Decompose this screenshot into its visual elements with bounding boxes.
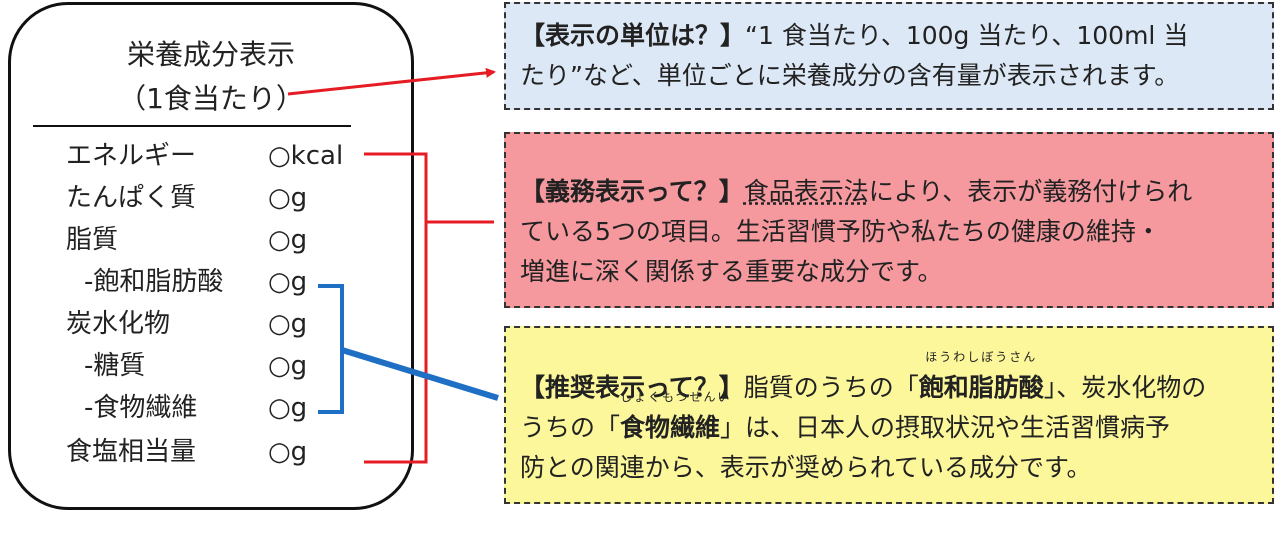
mandatory-heading: 【義務表示って？】: [520, 177, 744, 206]
recommended-connector: [341, 347, 499, 401]
dietary-fiber-word: 食物繊維: [620, 413, 721, 442]
nutrient-unit: ○g: [268, 225, 308, 255]
recommended-text-2b: 」は、日本人の摂取状況や生活習慣病予: [720, 413, 1171, 442]
unit-line-1: 【表示の単位は？】“1 食当たり、100g 当たり、100ml 当: [520, 16, 1258, 56]
recommended-explanation-box: 【推奨表示って？】脂質のうちの「ほうわしぼうさん飽和脂肪酸」、炭水化物の うちの…: [504, 326, 1274, 504]
mandatory-bracket: [364, 152, 428, 464]
nutrient-unit: ○g: [268, 393, 308, 423]
nutrient-name: -食物繊維: [84, 393, 198, 423]
mandatory-text-2: ている5つの項目。生活習慣予防や私たちの健康の維持・: [520, 217, 1161, 246]
unit-text-1: “1 食当たり、100g 当たり、100ml 当: [745, 21, 1189, 50]
unit-heading: 【表示の単位は？】: [520, 21, 746, 50]
nutrient-name: エネルギー: [66, 141, 197, 171]
mandatory-text-1: により、表示が義務付けられ: [868, 177, 1193, 206]
recommended-text-2a: うちの「: [520, 413, 621, 442]
recommended-bracket: [318, 284, 344, 414]
mandatory-text-3: 増進に深く関係する重要な成分です。: [520, 257, 943, 286]
nutrient-unit: ○g: [268, 437, 308, 467]
nutrition-label-card: 栄養成分表示 （1食当たり）: [8, 2, 414, 510]
food-labeling-law: 食品表示法: [743, 177, 869, 206]
saturated-fat-term: ほうわしぼうさん飽和脂肪酸: [918, 350, 1044, 408]
recommended-text-1a: 脂質のうちの「: [743, 373, 919, 402]
nutrient-unit: ○g: [268, 183, 308, 213]
recommended-heading: 【推奨表示って？】: [520, 373, 744, 402]
unit-explanation-box: 【表示の単位は？】“1 食当たり、100g 当たり、100ml 当 たり”など、…: [504, 2, 1274, 110]
nutrient-name: 食塩相当量: [66, 437, 197, 467]
nutrient-name: 炭水化物: [66, 309, 171, 339]
mandatory-explanation-box: 【義務表示って？】食品表示法により、表示が義務付けられ ている5つの項目。生活習…: [504, 132, 1274, 308]
nutrient-unit: ○g: [268, 351, 308, 381]
dietary-fiber-term: しょくもつせんい食物繊維: [620, 390, 730, 448]
label-subtitle: （1食当たり）: [118, 82, 304, 115]
nutrient-unit: ○g: [268, 267, 308, 297]
label-divider: [33, 125, 351, 127]
dietary-fiber-reading: しょくもつせんい: [620, 390, 732, 404]
nutrient-name: たんぱく質: [66, 183, 197, 213]
recommended-text-3: 防との関連から、表示が奨められている成分です。: [520, 453, 1092, 482]
unit-text-2: たり”など、単位ごとに栄養成分の含有量が表示されます。: [520, 61, 1180, 90]
saturated-fat-reading: ほうわしぼうさん: [925, 350, 1038, 364]
nutrient-unit: ○g: [268, 309, 308, 339]
unit-arrow: [287, 67, 496, 96]
nutrient-name: -糖質: [84, 351, 146, 381]
nutrient-unit: ○kcal: [268, 141, 344, 171]
label-title: 栄養成分表示: [126, 38, 295, 71]
saturated-fat-word: 飽和脂肪酸: [918, 373, 1044, 402]
mandatory-line-1: 【義務表示って？】食品表示法により、表示が義務付けられ: [520, 172, 1258, 212]
recommended-line-1: 【推奨表示って？】脂質のうちの「ほうわしぼうさん飽和脂肪酸」、炭水化物の: [520, 350, 1258, 408]
recommended-text-1b: 」、炭水化物の: [1043, 373, 1207, 402]
nutrient-name: -飽和脂肪酸: [84, 267, 224, 297]
nutrient-name: 脂質: [66, 225, 119, 255]
recommended-line-2: うちの「しょくもつせんい食物繊維」は、日本人の摂取状況や生活習慣病予: [520, 390, 1258, 448]
